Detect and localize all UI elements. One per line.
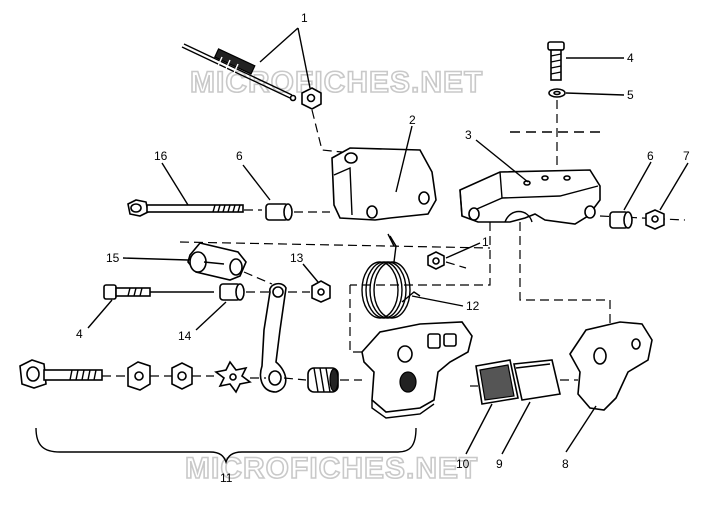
part-12-spring [361,233,421,319]
part-4-top-bolt [547,41,565,81]
part-4-lower-bolt [103,284,151,300]
axis-1b [445,261,467,269]
axis-center-a [350,222,491,286]
leader-12 [411,295,464,307]
leader-15 [122,257,189,261]
part-1-cable-nut [301,87,322,110]
callout-7: 7 [683,149,690,163]
part-16-long-bolt [127,199,244,217]
leader-14 [195,301,227,331]
callout-16: 16 [154,149,168,163]
axis-bottom-e [283,377,307,381]
callout-5: 5 [627,88,634,102]
part-13-nut [311,280,331,303]
leader-4-lower [87,299,113,329]
watermark-bottom: MICROFICHES.NET [185,452,478,485]
callout-3: 3 [465,128,472,142]
callout-1a: 1 [301,11,308,25]
leader-16 [161,162,189,206]
part-7-nut [645,209,665,230]
part-1-small-nut [427,251,445,270]
part-11-bolt [19,359,103,389]
part-11-washer-nut [127,361,151,391]
callout-10: 10 [456,457,470,471]
leader-1a2 [297,27,311,89]
part-9-pad [513,359,561,401]
leader-5 [565,92,625,96]
part-5-washer [548,88,566,98]
axis-15b [243,271,273,285]
part-1-throttle-cable [181,43,297,102]
axis-center-b [519,222,611,330]
callout-2: 2 [409,113,416,127]
part-6-spacer-left [265,203,293,221]
leader-13 [302,263,319,283]
part-14-spacer [219,283,245,301]
callout-1b: 1 [482,235,489,249]
callout-11: 11 [220,471,233,485]
callout-9: 9 [496,457,503,471]
callout-6-right: 6 [647,149,654,163]
callout-12: 12 [466,299,480,313]
watermark-top: MICROFICHES.NET [190,66,483,99]
leader-7 [659,162,689,211]
part-10-pad [475,359,519,405]
leader-8 [565,405,597,453]
callout-6-left: 6 [236,149,243,163]
callout-15: 15 [106,251,120,265]
part-11-nut [171,362,193,390]
leader-2 [395,125,413,193]
leader-6-right [623,161,652,211]
callout-14: 14 [178,329,192,343]
leader-9 [501,401,531,455]
brace-11 [35,427,417,465]
callout-8: 8 [562,457,569,471]
callout-4-lower: 4 [76,327,83,341]
callout-4-top: 4 [627,51,634,65]
leader-1b [445,242,481,259]
callout-13: 13 [290,251,304,265]
leader-10 [465,403,493,455]
cam-plate [361,321,473,419]
leader-3 [475,139,529,183]
part-11-star-washer [214,360,252,394]
part-15-link-block [187,242,247,281]
axis-15 [179,241,491,249]
leader-6-left [242,164,271,201]
part-2-bracket [331,147,437,221]
lever-arm [259,282,287,393]
leader-1a [259,27,299,63]
part-8-plate [569,321,653,411]
part-3-main-bracket [459,169,601,225]
part-11-spring-spacer [307,367,339,393]
part-6-spacer-right [609,211,633,229]
axis-cable [311,109,343,153]
